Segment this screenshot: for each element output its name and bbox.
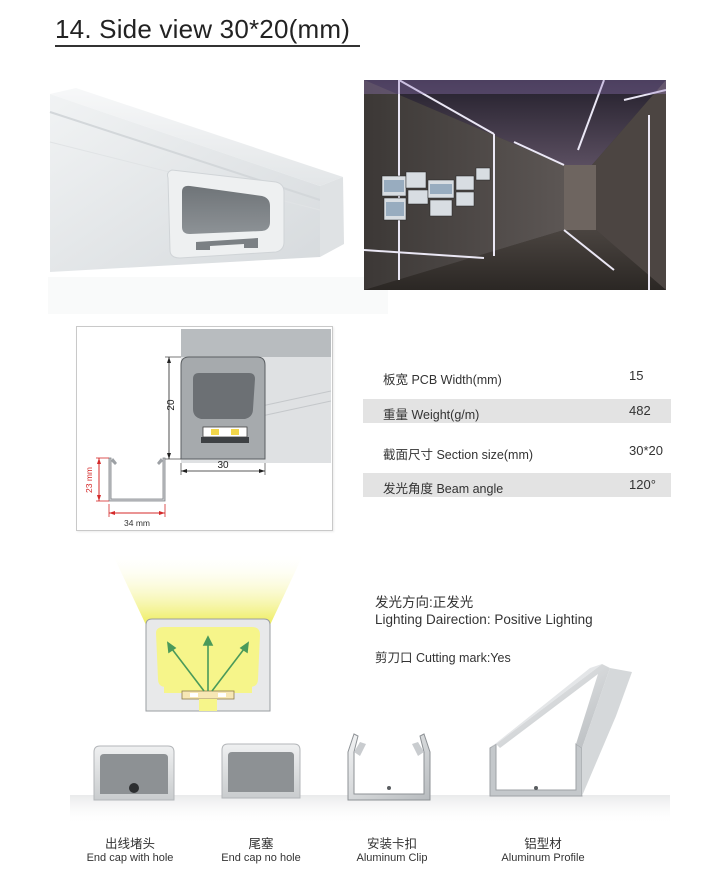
profile-height-label: 23 mm: [84, 467, 94, 493]
lighting-direction-cn: 发光方向:正发光: [375, 595, 474, 610]
cross-section-diagram: 20 30 23 mm 34 mm: [76, 326, 333, 531]
cutting-mark-info: 剪刀口 Cutting mark:Yes: [375, 651, 511, 665]
end-cap-no-hole-image: [221, 743, 301, 799]
spec-label: 板宽 PCB Width(mm): [383, 373, 502, 387]
accessory-4-name-cn: 铝型材: [524, 837, 562, 851]
spec-value: 482: [629, 403, 651, 418]
aluminum-profile-image: [489, 664, 632, 797]
product-photo: [48, 82, 388, 314]
accessory-2-name-cn: 尾塞: [248, 837, 274, 851]
spec-value: 15: [629, 368, 644, 383]
spec-row-pcb-width: 板宽 PCB Width(mm) 15: [363, 364, 671, 388]
spec-row-beam-angle: 发光角度 Beam angle 120°: [363, 473, 671, 497]
spec-value: 30*20: [629, 443, 663, 458]
accessory-3-name-en: Aluminum Clip: [356, 852, 428, 864]
spec-row-section-size: 截面尺寸 Section size(mm) 30*20: [363, 439, 671, 463]
cross-section-drawing: 20 30 23 mm 34 mm: [84, 329, 332, 528]
height-dimension-label: 20: [166, 399, 177, 411]
profile-width-label: 34 mm: [124, 518, 150, 528]
aluminum-clip-image: [347, 733, 431, 801]
lighting-direction-diagram: [112, 553, 304, 712]
width-dimension-label: 30: [217, 460, 229, 471]
spec-row-weight: 重量 Weight(g/m) 482: [363, 399, 671, 423]
spec-label: 截面尺寸 Section size(mm): [383, 448, 534, 462]
spec-value: 120°: [629, 477, 656, 492]
accessory-4-name-en: Aluminum Profile: [501, 852, 585, 864]
end-cap-with-hole-image: [93, 745, 175, 801]
title-underline: [55, 45, 360, 47]
accessory-1-name-cn: 出线堵头: [104, 837, 155, 851]
accessories-illustration: [70, 664, 670, 825]
installation-scene-photo: [364, 80, 666, 290]
accessory-1-name-en: End cap with hole: [86, 852, 174, 864]
spec-label: 重量 Weight(g/m): [383, 408, 480, 422]
lighting-direction-en: Lighting Dairection: Positive Lighting: [375, 612, 593, 627]
page-title: 14. Side view 30*20(mm): [55, 14, 351, 44]
spec-label: 发光角度 Beam angle: [383, 482, 504, 496]
accessory-3-name-cn: 安装卡扣: [366, 837, 417, 851]
accessory-2-name-en: End cap no hole: [221, 852, 301, 864]
